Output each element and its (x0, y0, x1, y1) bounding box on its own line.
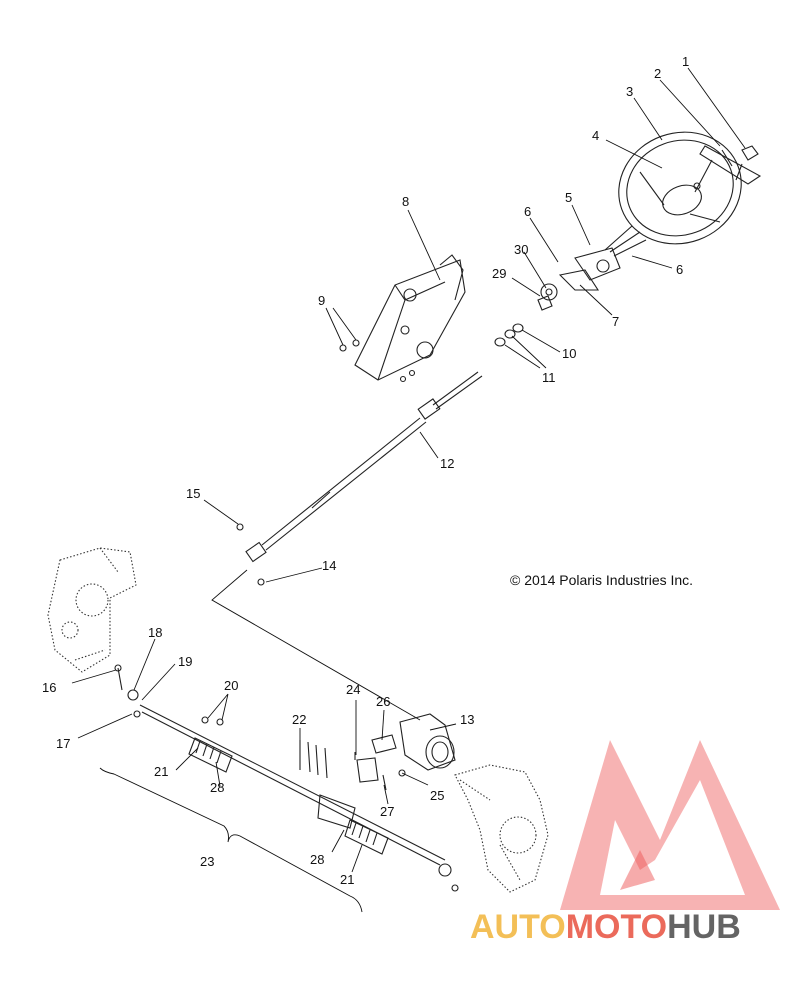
logo-triangle-mark (560, 740, 780, 910)
callout-17: 17 (56, 736, 70, 751)
callout-13: 13 (460, 712, 474, 727)
callout-14: 14 (322, 558, 336, 573)
steering-rack (127, 689, 459, 892)
brand-hub: HUB (667, 908, 741, 946)
callout-29: 29 (492, 266, 506, 281)
callout-6a: 6 (524, 204, 531, 219)
callout-18: 18 (148, 625, 162, 640)
callout-21a: 21 (154, 764, 168, 779)
callout-20: 20 (224, 678, 238, 693)
bracket-7 (558, 269, 600, 291)
steering-wheel (618, 131, 742, 245)
callout-10: 10 (562, 346, 576, 361)
bolts-20 (201, 716, 224, 726)
callout-28a: 28 (210, 780, 224, 795)
callout-3: 3 (626, 84, 633, 99)
hub-29-30 (537, 283, 558, 311)
logo-inner-mark (620, 850, 655, 890)
callout-1: 1 (682, 54, 689, 69)
steering-column-mount (354, 254, 466, 383)
callout-28b: 28 (310, 852, 324, 867)
callout-7: 7 (612, 314, 619, 329)
watermark-logo: AUTOMOTOHUB (470, 740, 780, 946)
bushings-10-11 (494, 323, 524, 347)
bolts-22 (299, 740, 328, 779)
callout-8: 8 (402, 194, 409, 209)
callout-6b: 6 (676, 262, 683, 277)
callout-25: 25 (430, 788, 444, 803)
callout-23: 23 (200, 854, 214, 869)
callout-11: 11 (542, 370, 556, 385)
callout-26: 26 (376, 694, 390, 709)
bolts-9 (339, 339, 360, 352)
wheel-cap (741, 145, 759, 161)
copyright-text: © 2014 Polaris Industries Inc. (510, 572, 693, 588)
bolt-16 (114, 664, 123, 691)
right-knuckle (454, 764, 549, 893)
callout-4: 4 (592, 128, 599, 143)
brand-moto: MOTO (566, 908, 667, 946)
bracket-26 (371, 734, 397, 791)
connection-line (211, 569, 421, 721)
callout-22: 22 (292, 712, 306, 727)
callout-5: 5 (565, 190, 572, 205)
callout-16: 16 (42, 680, 56, 695)
svg-text:AUTOMOTOHUB: AUTOMOTOHUB (470, 908, 741, 946)
callout-24: 24 (346, 682, 360, 697)
callout-2: 2 (654, 66, 661, 81)
left-knuckle (47, 547, 137, 673)
bracket-23 (99, 767, 363, 913)
callout-27: 27 (380, 804, 394, 819)
leader-lines (71, 67, 746, 873)
wheel-cover-clip (699, 145, 762, 185)
callout-12: 12 (440, 456, 454, 471)
callout-19: 19 (178, 654, 192, 669)
callout-15: 15 (186, 486, 200, 501)
steering-switch-assembly (574, 225, 647, 281)
callout-labels: 1 2 3 4 5 6 6 7 8 9 10 11 12 13 14 15 16… (42, 54, 689, 887)
eps-motor-13 (398, 713, 456, 777)
coupler-24 (354, 752, 379, 783)
steering-shaft (236, 371, 483, 586)
callout-9: 9 (318, 293, 325, 308)
brand-auto: AUTO (470, 908, 566, 946)
callout-21b: 21 (340, 872, 354, 887)
callout-30: 30 (514, 242, 528, 257)
